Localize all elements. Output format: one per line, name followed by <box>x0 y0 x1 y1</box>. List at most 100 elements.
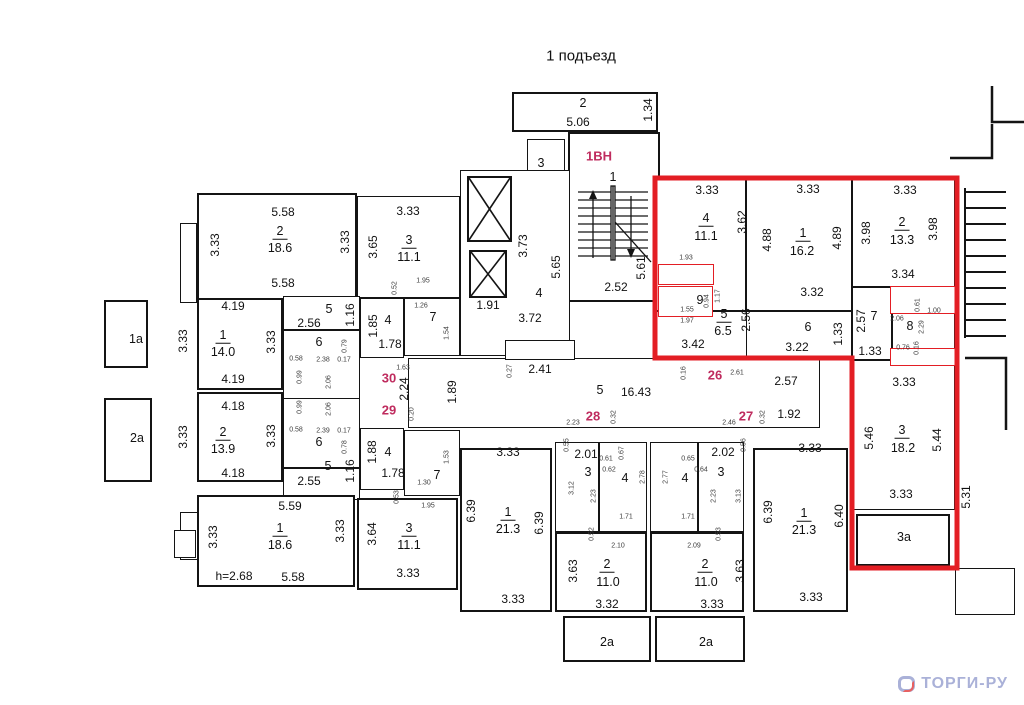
room-area-label: 6.5 <box>714 323 732 338</box>
room-tag-label: 3a <box>897 529 911 544</box>
room-number-label: 1 <box>795 227 811 242</box>
dimension-small-label: 1.53 <box>443 450 451 464</box>
dimension-small-label: 2.23 <box>590 489 598 503</box>
room-bath-6-bottom <box>283 398 360 468</box>
dimension-small-label: 1.93 <box>679 254 693 262</box>
dimension-label: 3.33 <box>208 233 222 257</box>
room-tag-label: 6 <box>804 319 812 334</box>
dimension-label: 3.33 <box>893 183 917 197</box>
dimension-label: 3.33 <box>264 424 278 448</box>
room-room-11-1-top <box>357 196 460 298</box>
dimension-label: 3.73 <box>516 234 530 258</box>
room-hall-4-bottom <box>360 428 404 490</box>
dimension-label: 2.57 <box>774 374 798 388</box>
dimension-small-label: 0.32 <box>610 410 618 424</box>
dimension-small-label: 2.09 <box>687 542 701 550</box>
room-tag-label: 4 <box>621 470 629 485</box>
dimension-label: 3.33 <box>396 566 420 580</box>
room-area-label: 11.0 <box>596 574 620 589</box>
room-apt-room-14-0 <box>197 298 283 390</box>
room-balcony-2a-left <box>104 398 152 482</box>
room-tag-label: 5 <box>324 458 332 473</box>
dimension-label: 3.33 <box>264 330 278 354</box>
dimension-label: 3.33 <box>889 487 913 501</box>
room-area-label: 14.0 <box>210 344 236 359</box>
dimension-small-label: 0.58 <box>289 426 303 434</box>
dimension-label: 3.32 <box>595 597 619 611</box>
dimension-small-label: 1.54 <box>443 326 451 340</box>
dimension-small-label: 2.38 <box>316 356 330 364</box>
dimension-small-label: 3.13 <box>735 489 743 503</box>
dimension-label: 3.33 <box>333 519 347 543</box>
room-number-label: 3 <box>894 424 910 439</box>
torgi-ru-logo-icon <box>898 676 916 692</box>
dimension-label: 1.34 <box>641 98 655 122</box>
room-tag-label: 9 <box>696 292 704 307</box>
dimension-label: 6.39 <box>532 511 546 535</box>
room-area-label: 18.6 <box>267 240 293 255</box>
dimension-label: 1.78 <box>381 466 405 480</box>
room-number-label: 1 <box>796 507 812 522</box>
dimension-small-label: 0.94 <box>703 294 711 308</box>
dimension-label: 2.41 <box>528 362 552 376</box>
room-unit-room-4-left <box>599 442 647 532</box>
dimension-small-label: 1.00 <box>927 307 941 315</box>
dimension-label: 3.33 <box>496 445 520 459</box>
dimension-small-label: 1.71 <box>619 513 633 521</box>
page-title: 1 подъезд <box>546 47 616 65</box>
room-number-label: 5 <box>716 308 732 323</box>
room-apt-room-18-6-bottom <box>197 495 355 587</box>
dimension-label: 3.64 <box>365 522 379 546</box>
dimension-small-label: 0.64 <box>694 466 708 474</box>
dimension-label: 1.85 <box>366 314 380 338</box>
apartment-number-label: 27 <box>738 408 754 424</box>
dimension-small-label: 3.12 <box>568 481 576 495</box>
dimension-label: 1.16 <box>343 459 357 483</box>
dimension-label: 5.59 <box>278 499 302 513</box>
room-unit-room-3-left <box>555 442 599 532</box>
apartment-number-label: 30 <box>381 370 397 386</box>
dimension-small-label: 1.97 <box>680 317 694 325</box>
room-area-label: 18.2 <box>890 440 916 455</box>
room-fragment-right-lower <box>955 568 1015 615</box>
dimension-label: 3.33 <box>695 183 719 197</box>
dimension-label: 2.52 <box>604 280 628 294</box>
dimension-small-label: 1.95 <box>421 502 435 510</box>
dimension-label: 2.24 <box>397 377 411 401</box>
dimension-label: 5.46 <box>862 426 876 450</box>
room-balcony-2a-bottom-right <box>655 616 745 662</box>
dimension-label: 1.89 <box>445 380 459 404</box>
dimension-label: 5.58 <box>281 570 305 584</box>
room-number-label: 2 <box>215 426 231 441</box>
dimension-label: 3.63 <box>566 559 580 583</box>
dimension-label: 3.33 <box>700 597 724 611</box>
dimension-label: 3.33 <box>176 329 190 353</box>
dimension-small-label: 0.99 <box>296 370 304 384</box>
dimension-small-label: 2.10 <box>611 542 625 550</box>
dimension-label: 3.33 <box>892 375 916 389</box>
dimension-label: 1.78 <box>378 337 402 351</box>
dimension-small-label: 0.20 <box>408 407 416 421</box>
room-tag-label: 5 <box>325 301 333 316</box>
dimension-small-label: 0.53 <box>715 527 723 541</box>
dimension-label: 4.18 <box>221 399 245 413</box>
room-area-label: 18.6 <box>267 537 293 552</box>
room-tag-label: 6 <box>315 434 323 449</box>
dimension-label: 4.18 <box>221 466 245 480</box>
room-area-label: 13.9 <box>210 441 236 456</box>
room-number-label: 2 <box>894 216 910 231</box>
dimension-label: 2.01 <box>574 447 598 461</box>
dimension-label: 3.33 <box>798 441 822 455</box>
dimension-small-label: 2.06 <box>890 315 904 323</box>
highlighted-storage-box <box>890 286 957 314</box>
dimension-label: 1.33 <box>831 322 845 346</box>
room-balcony-top <box>512 92 658 132</box>
dimension-label: 5.58 <box>271 276 295 290</box>
dimension-label: 2.56 <box>739 308 753 332</box>
dimension-label: 5.06 <box>566 115 590 129</box>
room-tag-label: 3 <box>717 464 725 479</box>
room-bath-6-top <box>283 330 360 400</box>
room-tag-label: 7 <box>429 309 437 324</box>
room-tag-label: 1 <box>609 169 617 184</box>
